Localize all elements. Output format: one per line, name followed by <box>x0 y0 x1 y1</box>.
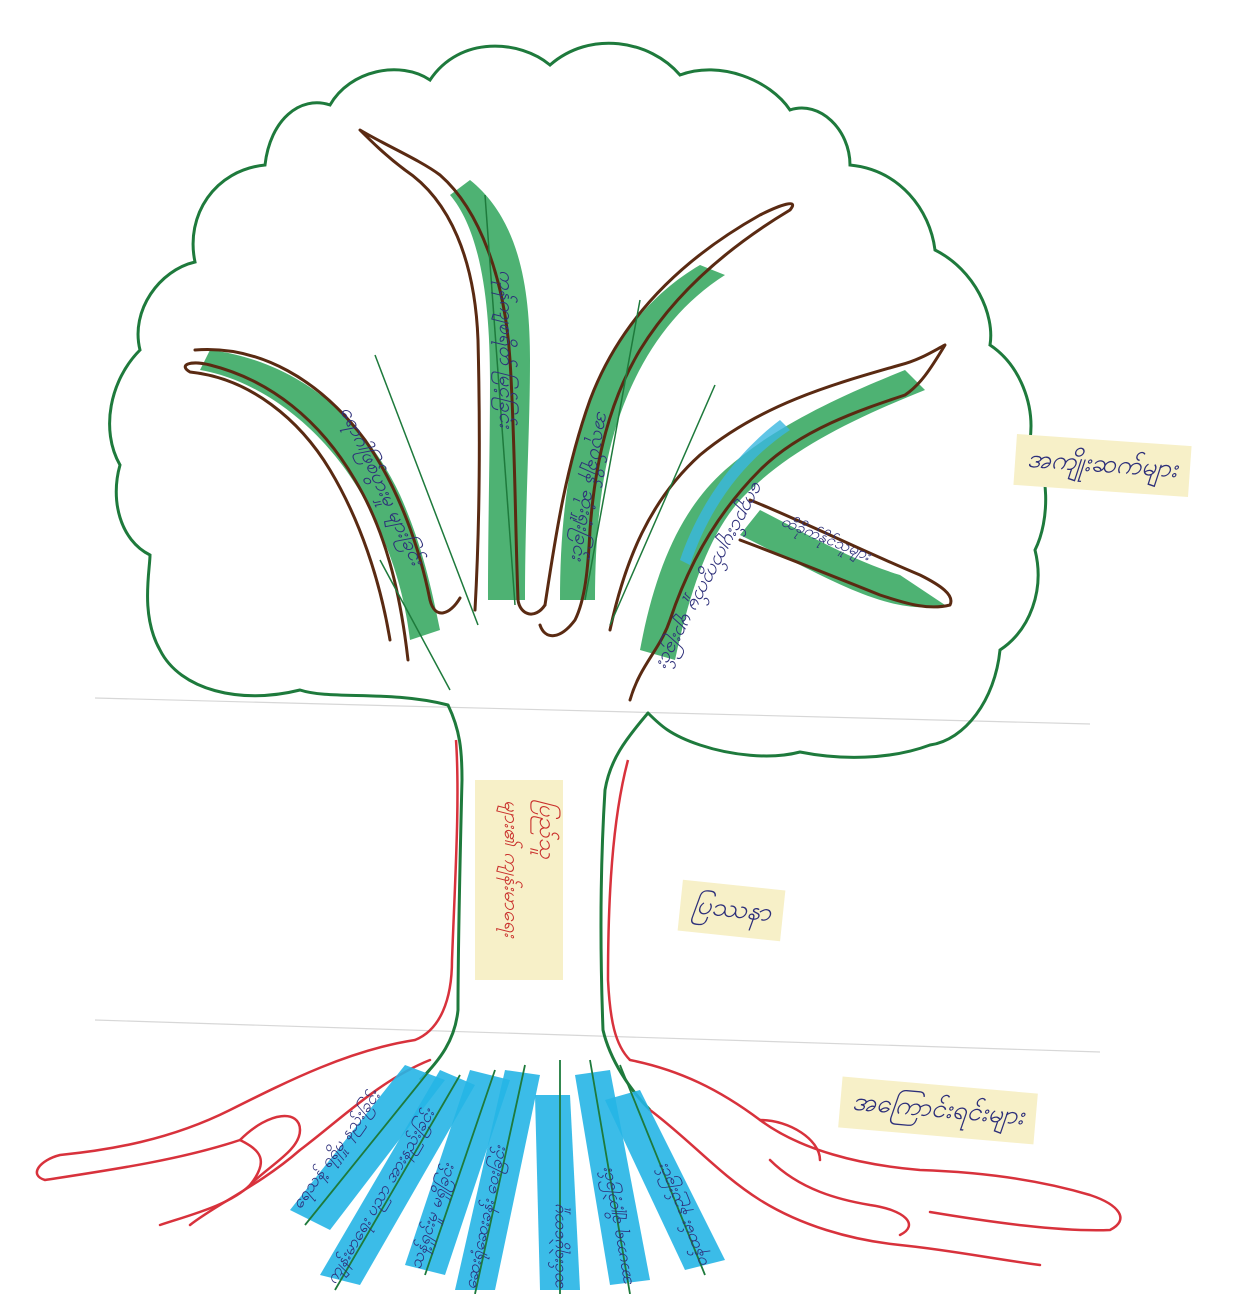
problem-section-label: ပြဿနာ <box>678 880 786 942</box>
root-label-5: ဆင်းရဲမွဲတေမှု <box>548 1204 571 1290</box>
core-problem-line-2: များ၏ ကျန်းမာရေး <box>496 800 524 939</box>
core-problem-line-1: ပြည်သူ <box>530 800 561 860</box>
guide-line-bottom <box>95 1020 1100 1052</box>
guide-line-top <box>95 698 1090 724</box>
branch-fills <box>200 180 945 660</box>
trunk-right-shade <box>608 760 630 1060</box>
trunk-left-shade <box>415 740 457 1040</box>
branch-label-2: ကုန်ကျစရိတ် မြင့်ခြင်း <box>491 270 519 430</box>
branch-fill-5 <box>740 510 945 607</box>
branch-label-1: ရောဂါဖြစ်ပွားမှု များခြင်း <box>332 402 431 572</box>
tree-canopy <box>110 43 1046 757</box>
root-system <box>37 1040 1121 1265</box>
